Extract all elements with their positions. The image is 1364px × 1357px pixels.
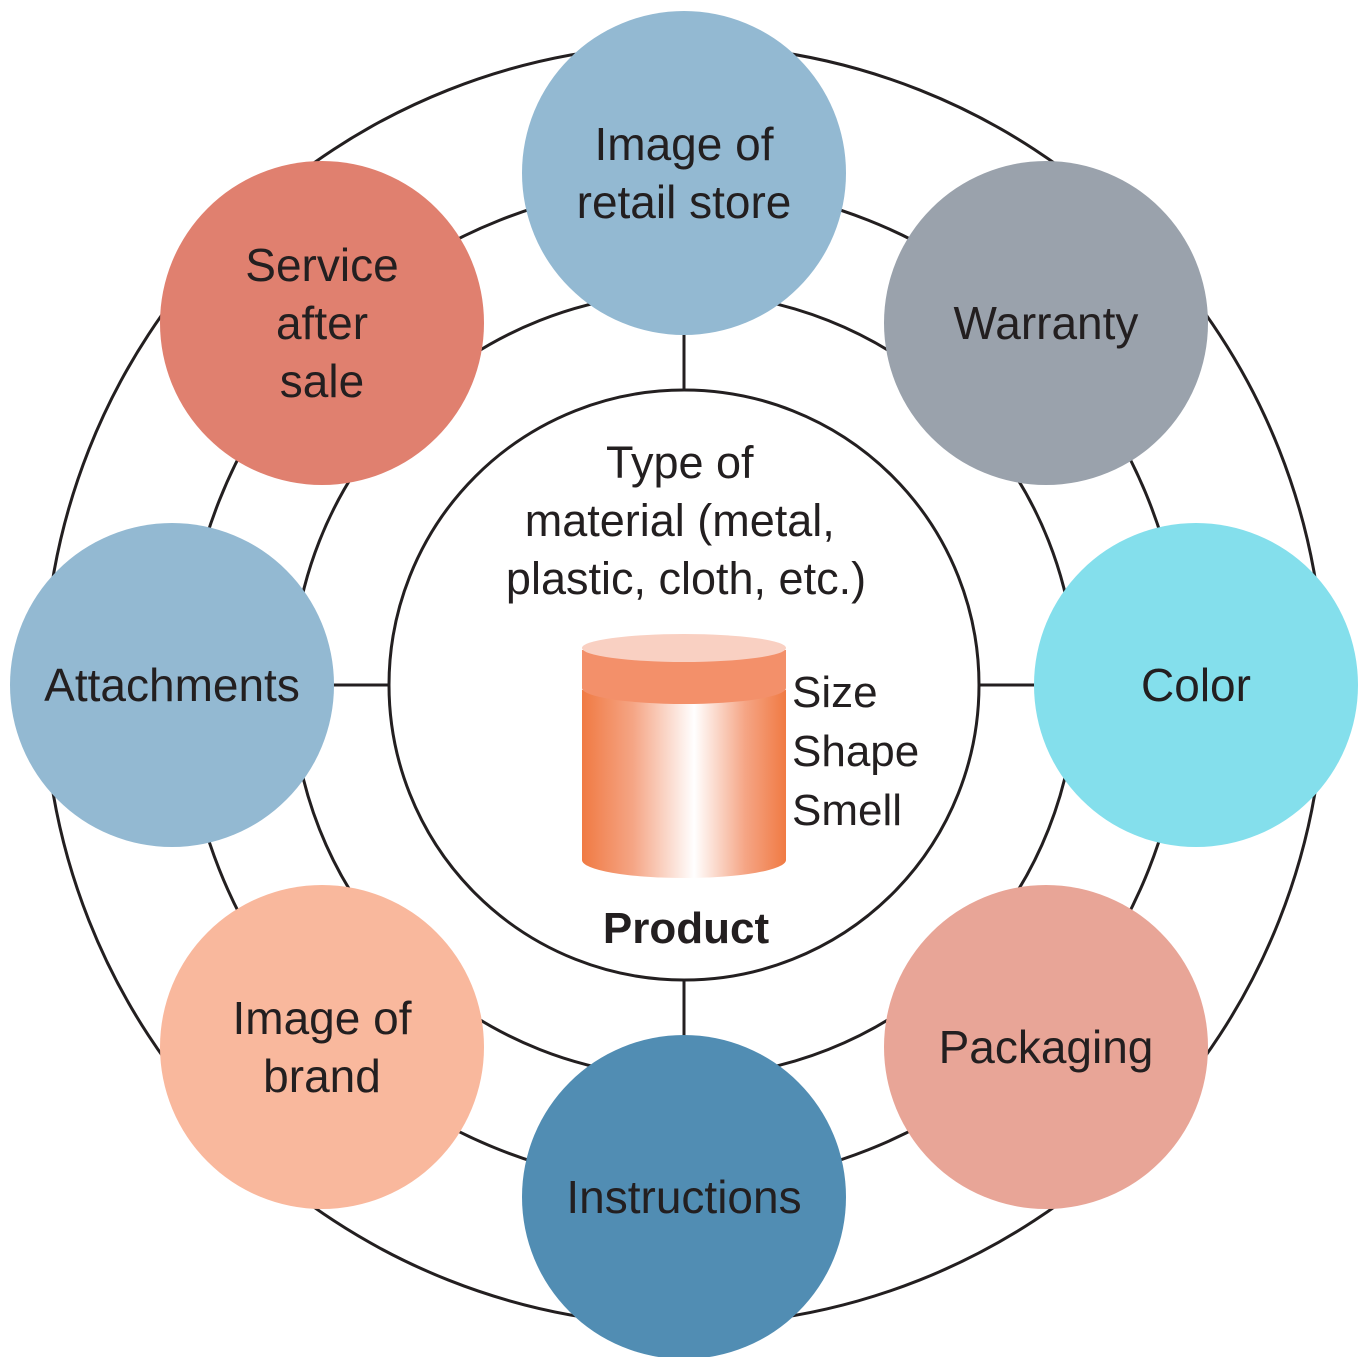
- node-label-line: retail store: [577, 176, 792, 228]
- node-label: Service after sale: [245, 239, 398, 407]
- node-attachments: Attachments: [10, 523, 334, 847]
- node-color: Color: [1034, 523, 1358, 847]
- node-circle: [522, 1035, 846, 1357]
- core-description-line: material (metal,: [525, 495, 835, 546]
- connector-lines: [330, 330, 1038, 1040]
- jar-body: [582, 690, 786, 878]
- node-label: Image of brand: [233, 992, 412, 1102]
- outer-nodes: Image of retail storeWarrantyColorPackagi…: [10, 11, 1358, 1357]
- core-description: Type of material (metal, plastic, cloth,…: [506, 437, 866, 604]
- node-circle: [884, 885, 1208, 1209]
- node-packaging: Packaging: [884, 885, 1208, 1209]
- node-label: Color: [1141, 659, 1251, 711]
- attribute-shape: Shape: [792, 727, 919, 776]
- node-label-line: Image of: [233, 992, 412, 1044]
- node-label: Attachments: [44, 659, 300, 711]
- node-label-line: brand: [263, 1050, 381, 1102]
- node-label: Packaging: [939, 1021, 1154, 1073]
- node-circle: [160, 885, 484, 1209]
- node-label-line: Packaging: [939, 1021, 1154, 1073]
- node-image-of-retail-store: Image of retail store: [522, 11, 846, 335]
- node-label: Instructions: [566, 1171, 801, 1223]
- node-label-line: Attachments: [44, 659, 300, 711]
- node-label-line: sale: [280, 355, 364, 407]
- attribute-size: Size: [792, 668, 878, 717]
- product-label: Product: [603, 904, 770, 953]
- attribute-smell: Smell: [792, 786, 902, 835]
- node-label-line: Image of: [595, 118, 774, 170]
- node-image-of-brand: Image of brand: [160, 885, 484, 1209]
- product-jar-icon: [582, 634, 786, 878]
- core-description-line: plastic, cloth, etc.): [506, 553, 866, 604]
- jar-lid-side: [582, 650, 786, 704]
- core-description-line: Type of: [606, 437, 754, 488]
- node-label-line: after: [276, 297, 368, 349]
- node-circle: [884, 161, 1208, 485]
- node-label-line: Service: [245, 239, 398, 291]
- jar-lid-top: [582, 634, 786, 662]
- node-warranty: Warranty: [884, 161, 1208, 485]
- node-circle: [10, 523, 334, 847]
- node-label-line: Instructions: [566, 1171, 801, 1223]
- node-label-line: Warranty: [954, 297, 1139, 349]
- node-label-line: Color: [1141, 659, 1251, 711]
- node-label: Image of retail store: [577, 118, 792, 228]
- product-attributes: Size Shape Smell: [792, 668, 931, 835]
- node-circle: [522, 11, 846, 335]
- node-label: Warranty: [954, 297, 1139, 349]
- node-service-after-sale: Service after sale: [160, 161, 484, 485]
- node-circle: [1034, 523, 1358, 847]
- node-instructions: Instructions: [522, 1035, 846, 1357]
- node-circle: [160, 161, 484, 485]
